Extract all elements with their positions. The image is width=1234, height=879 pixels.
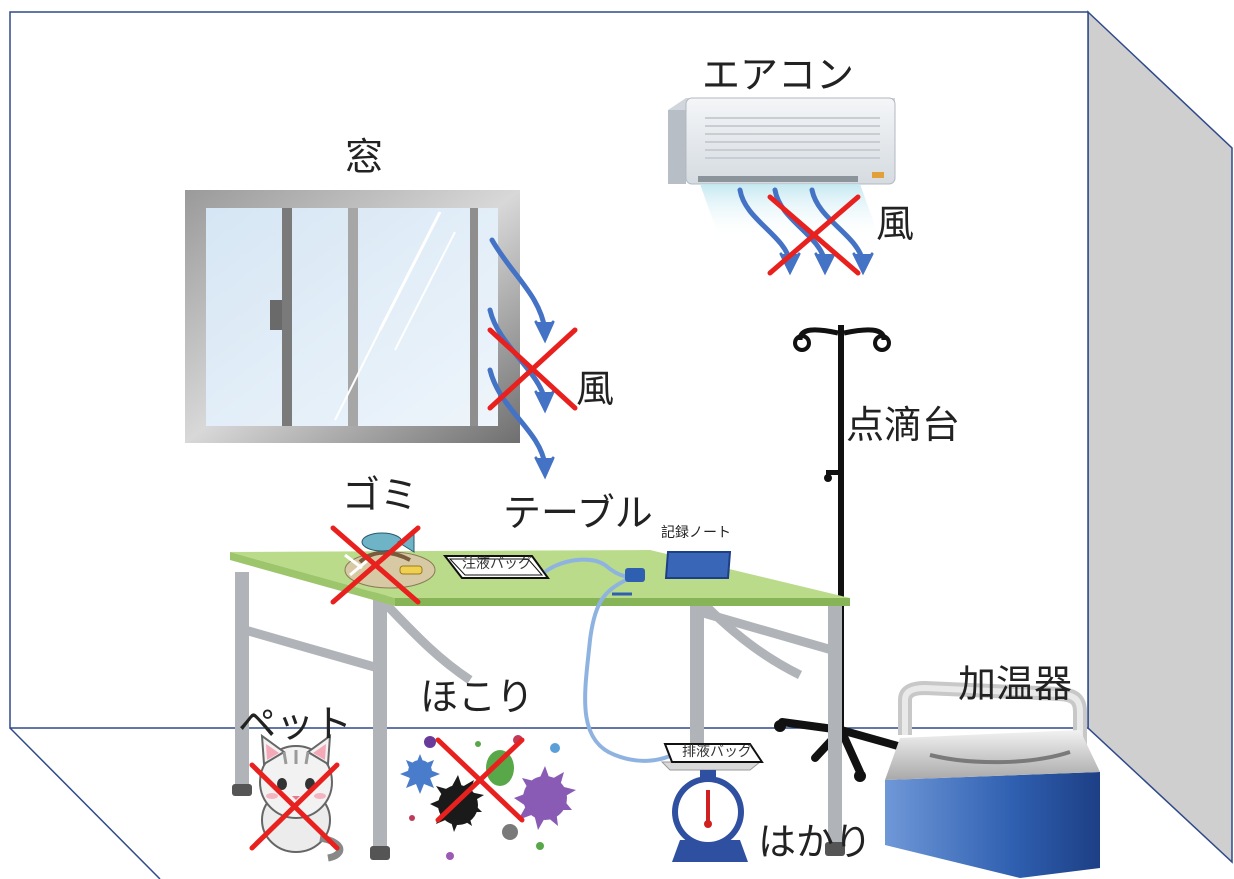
aircon-label: エアコン [702, 53, 855, 97]
dust-label: ほこり [420, 675, 535, 719]
trash-label: ゴミ [342, 473, 419, 517]
cat-icon [259, 733, 344, 862]
infusion-bag-icon [442, 555, 550, 579]
dust-cross-icon [435, 737, 525, 823]
germs-icon [400, 735, 576, 860]
aircon-wind-label: 風 [876, 202, 915, 246]
pet-label: ペット [238, 702, 353, 746]
drain-bag-icon [663, 743, 764, 763]
window-label: 窓 [345, 135, 384, 179]
scale-label: はかり [758, 820, 873, 864]
warmer-label: 加温器 [958, 662, 1073, 706]
record-note-icon [664, 551, 732, 579]
record-note-label: 記録ノート [661, 525, 731, 541]
window-icon [185, 190, 520, 443]
pet-cross-icon [249, 762, 340, 851]
connector-icon [612, 568, 645, 596]
window-wind-cross-icon [487, 327, 578, 411]
table-label: テーブル [503, 491, 653, 535]
window-wind-label: 風 [576, 367, 615, 411]
right-side-wall [1087, 10, 1233, 864]
drain-bag-label: 排液バッグ [682, 744, 752, 760]
cooler-warmer-icon [885, 681, 1100, 878]
back-wall [9, 11, 1089, 729]
iv-stand-label: 点滴台 [846, 403, 961, 447]
trash-cross-icon [330, 525, 421, 605]
infusion-bag-label: 注液バッグ [462, 556, 532, 572]
weighing-scale-icon [660, 761, 762, 862]
floor-left-edge [9, 727, 161, 879]
aircon-wind-cross-icon [767, 194, 861, 276]
